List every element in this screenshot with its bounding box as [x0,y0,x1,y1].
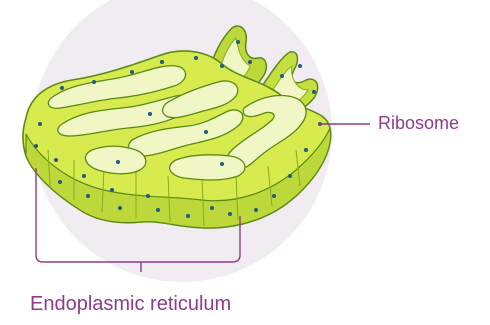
ribosome-dot [220,64,224,68]
ribosome-dot [110,188,114,192]
ribosome-dot [54,158,58,162]
ribosome-dot [248,60,252,64]
ribosome-dot [146,194,150,198]
ribosome-dot [116,160,120,164]
ribosome-dot [298,64,302,68]
ribosome-dot [220,162,224,166]
ribosome-dot [254,208,258,212]
ribosome-dot [228,212,232,216]
ribosome-dot [312,90,316,94]
ribosome-dot [38,122,42,126]
ribosome-dot [160,60,164,64]
ribosome-dot [60,86,64,90]
ribosome-dot [148,112,152,116]
ribosome-dot [194,56,198,60]
ribosome-dot [118,206,122,210]
ribosome-dot [58,180,62,184]
ribosome-dot [130,70,134,74]
er-fold-lower-2 [170,155,245,180]
ribosome-dot [210,206,214,210]
ribosome-dot [272,194,276,198]
ribosome-dot [92,80,96,84]
ribosome-dot [34,144,38,148]
endoplasmic-reticulum-label: Endoplasmic reticulum [30,293,231,316]
ribosome-dot [288,174,292,178]
ribosome-dot [186,214,190,218]
ribosome-dot [204,130,208,134]
ribosome-dot [86,194,90,198]
ribosome-dot [280,74,284,78]
ribosome-dot [156,208,160,212]
ribosome-dot [236,40,240,44]
ribosome-dot [82,174,86,178]
ribosome-label: Ribosome [378,113,459,134]
ribosome-dot [304,148,308,152]
